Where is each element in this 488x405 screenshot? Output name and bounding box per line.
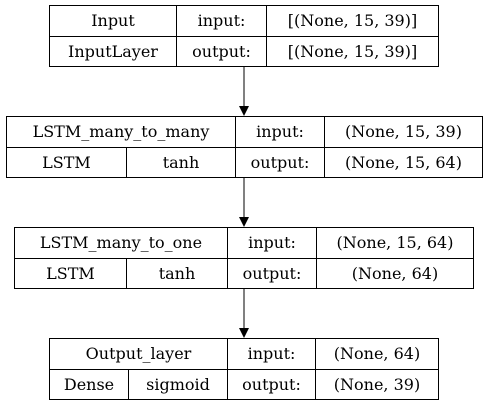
output-shape: (None, 64) — [351, 264, 439, 283]
layer-activation: tanh — [158, 264, 196, 283]
output-label: output: — [242, 264, 302, 283]
edge-lstm-many-to-many-to-lstm-many-to-one — [239, 178, 249, 227]
input-shape: (None, 15, 64) — [336, 233, 454, 252]
output-label: output: — [250, 153, 310, 172]
layer-name: LSTM_many_to_one — [39, 233, 203, 252]
edge-input-to-lstm-many-to-many — [239, 67, 249, 116]
output-label: output: — [192, 42, 251, 61]
output-shape: (None, 39) — [333, 375, 421, 394]
node-lstm-many-to-many: LSTM_many_to_many LSTM tanh input: outpu… — [6, 116, 483, 178]
layer-activation: tanh — [162, 153, 200, 172]
input-label: input: — [256, 122, 304, 141]
input-label: input: — [197, 11, 246, 30]
layer-name: Output_layer — [85, 344, 192, 363]
layer-type: Dense — [63, 375, 115, 394]
output-shape: [(None, 15, 39)] — [287, 42, 418, 61]
node-input: Input InputLayer input: output: [(None, … — [49, 5, 439, 67]
layer-type: InputLayer — [68, 42, 158, 61]
layer-name: Input — [91, 11, 135, 30]
output-shape: (None, 15, 64) — [345, 153, 462, 172]
layer-name: LSTM_many_to_many — [32, 122, 210, 141]
layer-activation: sigmoid — [146, 375, 210, 394]
layer-type: LSTM — [46, 264, 95, 283]
input-shape: (None, 64) — [333, 344, 421, 363]
node-output-layer: Output_layer Dense sigmoid input: output… — [49, 338, 439, 400]
input-label: input: — [248, 233, 296, 252]
output-label: output: — [242, 375, 301, 394]
input-label: input: — [247, 344, 296, 363]
edge-lstm-many-to-one-to-output-layer — [239, 289, 249, 338]
input-shape: (None, 15, 39) — [345, 122, 462, 141]
input-shape: [(None, 15, 39)] — [287, 11, 418, 30]
node-lstm-many-to-one: LSTM_many_to_one LSTM tanh input: output… — [14, 227, 474, 289]
layer-type: LSTM — [42, 153, 91, 172]
